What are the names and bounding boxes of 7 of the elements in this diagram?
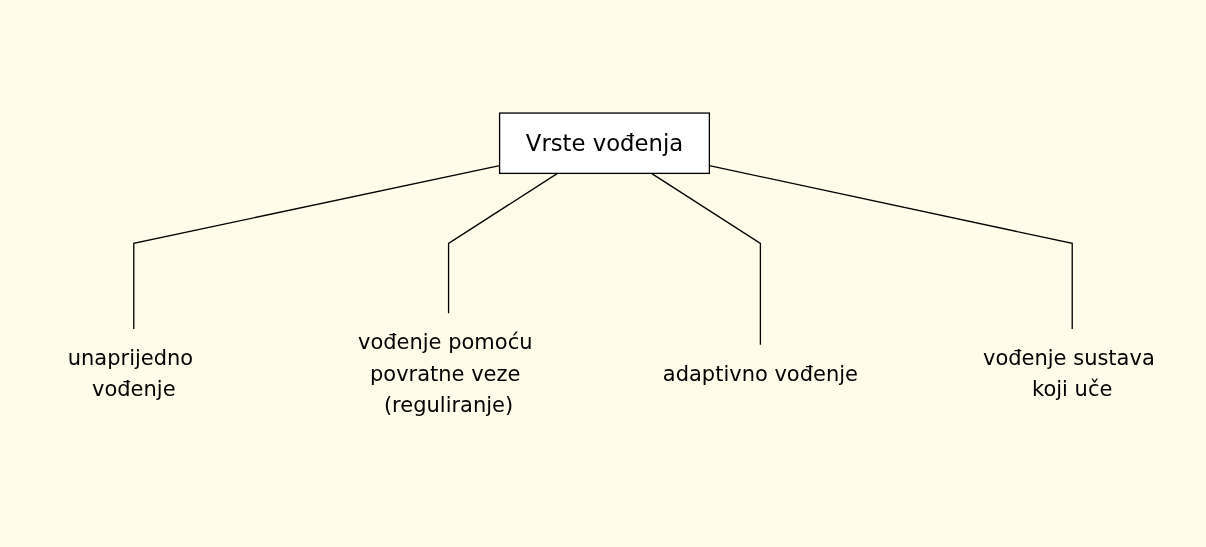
node-text: vođenje pomoću povratne veze (reguliranje) — [357, 329, 533, 418]
connector — [650, 172, 762, 346]
node-text: adaptivno vođenje — [662, 361, 858, 386]
node-text: unaprijedno vođenje — [67, 345, 194, 402]
connector — [447, 172, 559, 314]
node-box: Vrste vođenja — [498, 112, 711, 175]
node-text: vođenje sustava koji uče — [983, 345, 1155, 402]
